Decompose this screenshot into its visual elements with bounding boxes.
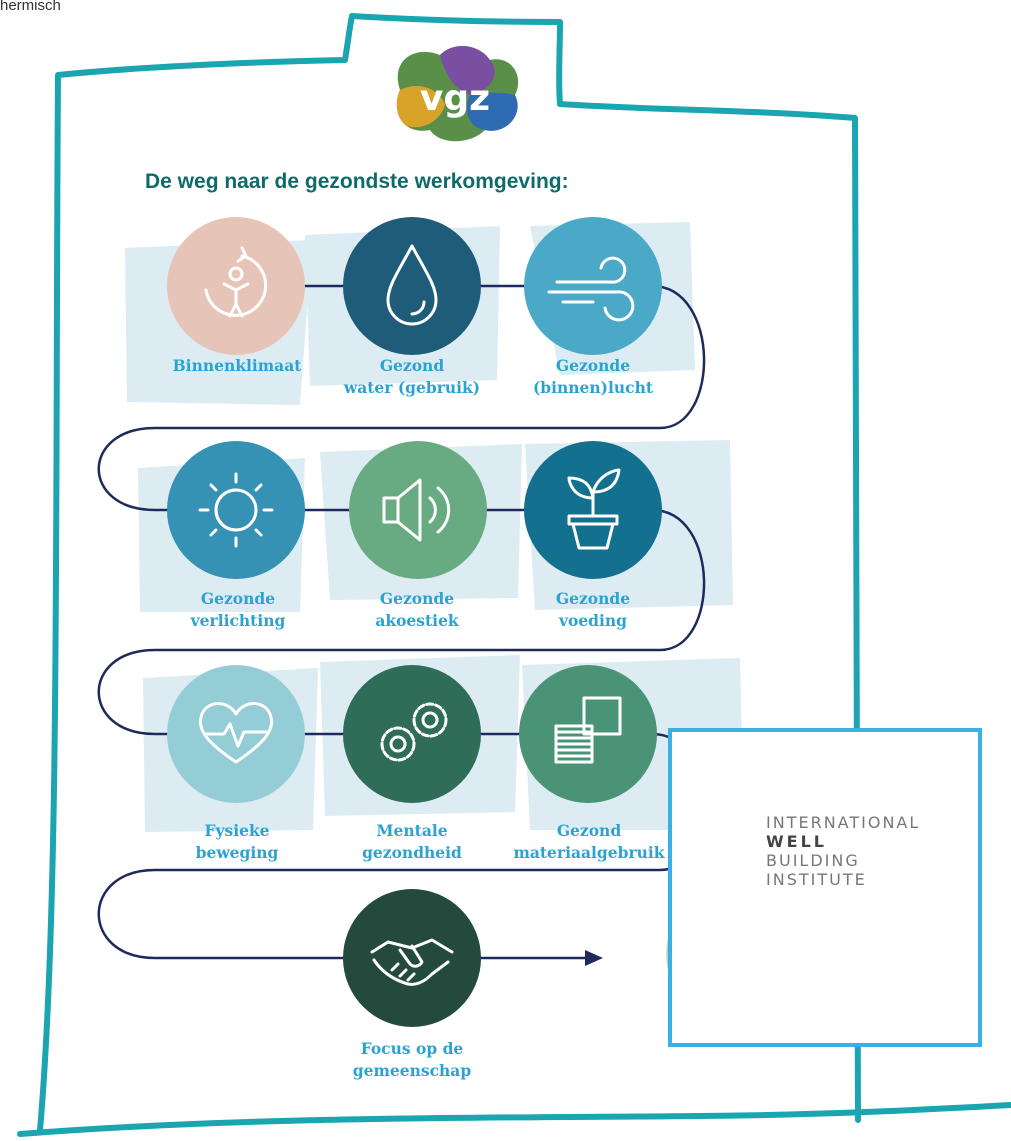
step-label-binnenklimaat: Binnenklimaat: [172, 356, 302, 375]
step-label-water: Gezond water (gebruik): [343, 356, 481, 397]
step-circles: [167, 217, 662, 1027]
vgz-logo-text: vgz: [420, 78, 490, 119]
step-label-akoestiek: Gezonde akoestiek: [375, 589, 459, 630]
step-circle-10: [343, 889, 481, 1027]
well-text-international: INTERNATIONAL: [766, 813, 921, 832]
diagram-title: De weg naar de gezondste werkomgeving:: [145, 170, 569, 193]
water-drop-icon: [386, 244, 438, 326]
well-certification-box: [668, 728, 982, 1047]
heart-pulse-icon: [198, 702, 274, 764]
step-circle-3: [524, 217, 662, 355]
step-label-voeding: Gezonde voeding: [555, 589, 631, 630]
step-label-verlichting: Gezonde verlichting: [190, 589, 286, 630]
paper-frame: [17, 13, 1011, 1137]
corner-fragment-text: hermisch: [0, 0, 61, 14]
materials-icon: [554, 696, 622, 764]
well-text-building: BUILDING: [766, 851, 860, 870]
plant-icon: [567, 468, 621, 550]
handshake-icon: [370, 938, 454, 986]
vgz-logo: vgz: [396, 45, 519, 142]
sun-icon: [198, 472, 274, 548]
step-circle-1: [167, 217, 305, 355]
step-label-lucht: Gezonde (binnen)lucht: [532, 356, 654, 397]
wind-icon: [547, 256, 635, 322]
well-text-institute: INSTITUTE: [766, 870, 867, 889]
step-icons: [198, 244, 635, 986]
speaker-icon: [382, 478, 451, 542]
well-text-well: WELL: [766, 832, 827, 851]
step-circle-2: [343, 217, 481, 355]
step-circle-5: [349, 441, 487, 579]
step-label-materiaal: Gezond materiaalgebruik: [513, 821, 665, 862]
step-label-mentaal: Mentale gezondheid: [362, 821, 462, 862]
step-circle-7: [167, 665, 305, 803]
step-circle-4: [167, 441, 305, 579]
person-rotate-icon: [204, 246, 268, 318]
arrow-head: [585, 950, 603, 966]
step-label-beweging: Fysieke beweging: [195, 821, 279, 862]
gears-icon: [380, 702, 448, 762]
connector-path: [97, 284, 706, 960]
step-label-gemeenschap: Focus op de gemeenschap: [352, 1039, 472, 1080]
